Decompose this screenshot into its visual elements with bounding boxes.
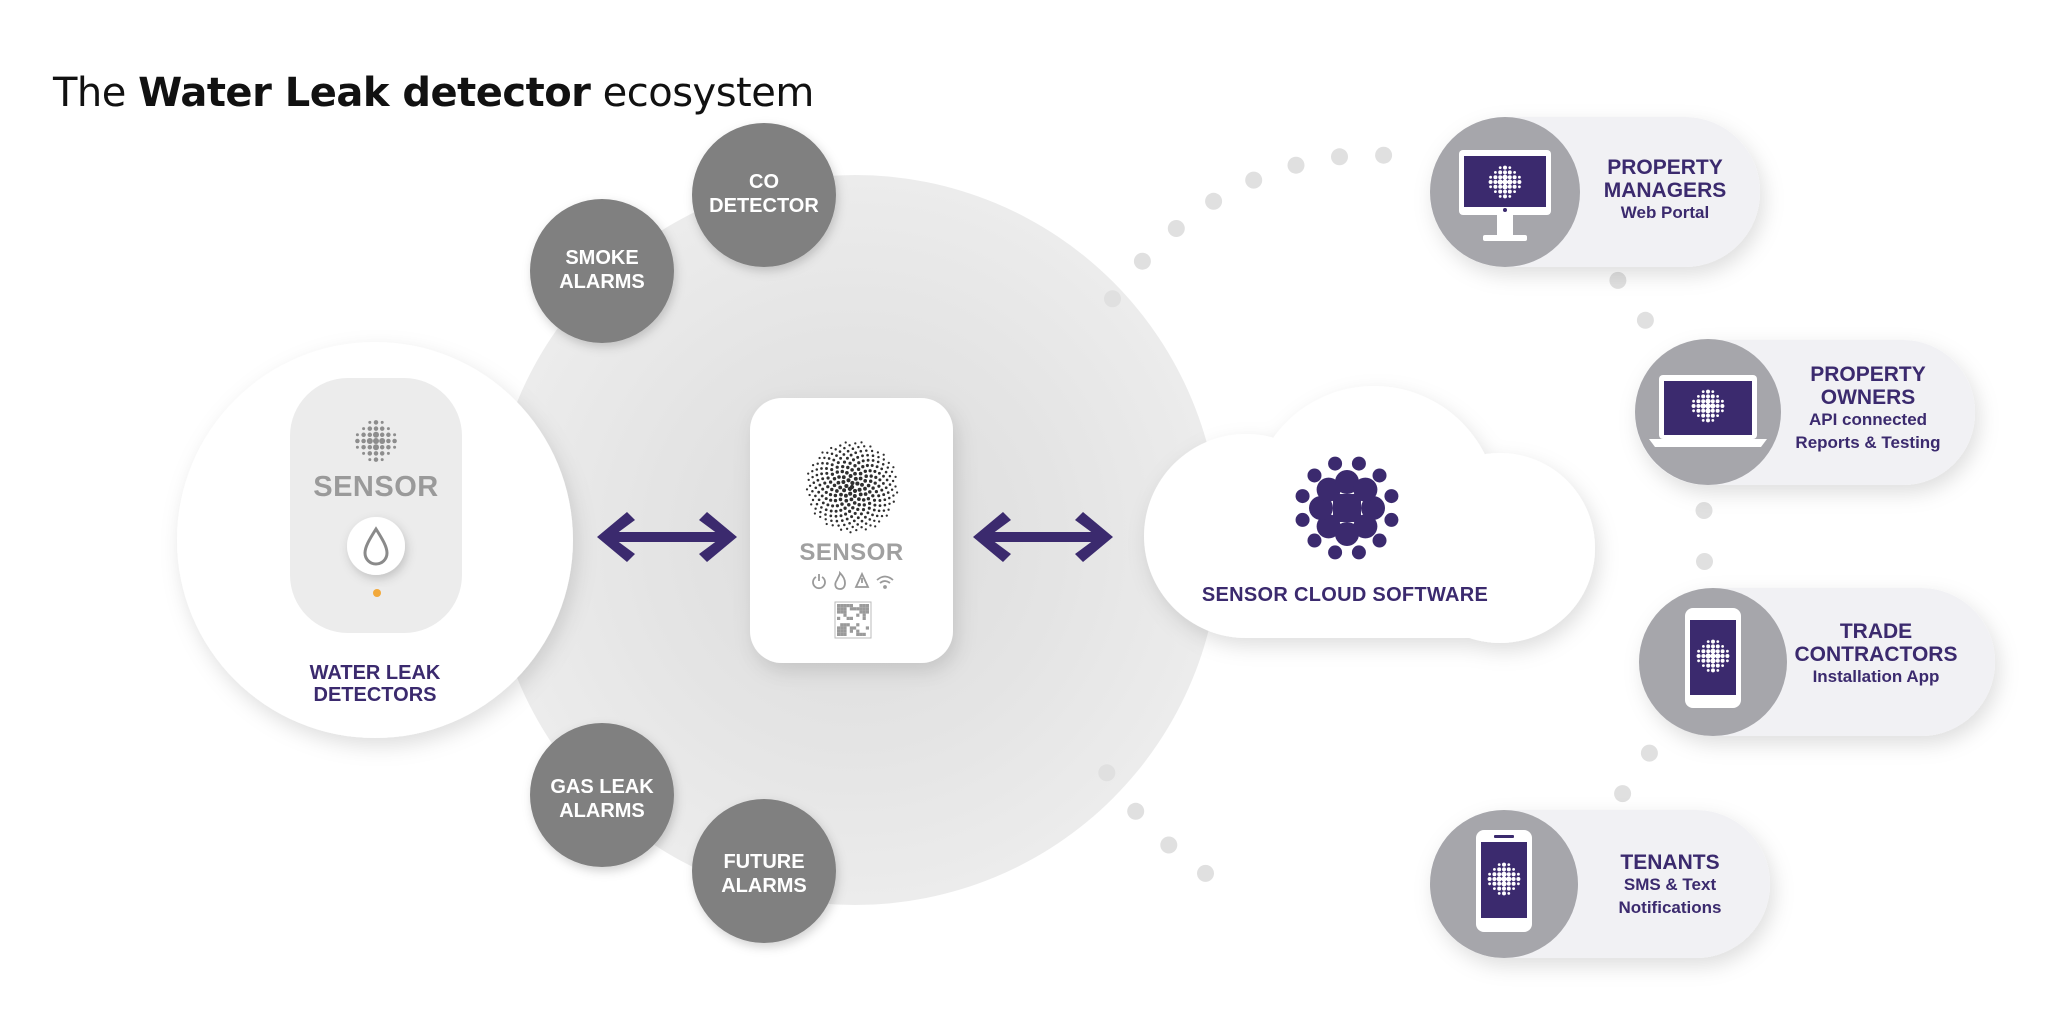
speaker-grille-icon	[805, 441, 899, 534]
water-leak-device	[290, 378, 462, 633]
warning-icon	[854, 571, 870, 588]
smoke-alarms-bubble	[530, 199, 674, 343]
hub-brand: SENSOR	[799, 539, 904, 566]
future-alarms-bubble	[692, 799, 836, 943]
cloud-shape	[1144, 386, 1595, 643]
sensor-logo-icon	[1488, 165, 1522, 199]
sensor-logo-icon	[1487, 862, 1521, 896]
gas-leak-alarms-bubble	[530, 723, 674, 867]
status-icons	[812, 570, 894, 590]
trade-contractors-label: TRADE CONTRACTORS Installation App	[1794, 620, 1958, 687]
water-drop-icon	[363, 526, 389, 566]
power-icon	[812, 574, 826, 590]
page-title: The Water Leak detector ecosystem	[53, 70, 814, 116]
double-arrow-right	[973, 512, 1113, 562]
indicator-light	[373, 589, 381, 597]
property-owners-label: PROPERTY OWNERS API connected Reports & …	[1795, 363, 1941, 453]
cloud-label: SENSOR CLOUD SOFTWARE	[1201, 584, 1489, 606]
audience-trade-contractors	[1639, 588, 1995, 736]
property-managers-label: PROPERTY MANAGERS Web Portal	[1603, 156, 1727, 223]
co-detector-bubble	[692, 123, 836, 267]
dotted-connector	[1098, 146, 1713, 882]
water-leak-brand: SENSOR	[313, 471, 439, 503]
double-arrow-left	[597, 512, 737, 562]
hub-device	[750, 398, 953, 663]
sensor-logo-icon	[355, 420, 397, 462]
qr-code-icon	[834, 601, 872, 639]
sensor-logo-icon	[1696, 639, 1730, 673]
wifi-icon	[876, 575, 894, 589]
audience-tenants	[1430, 810, 1770, 958]
water-drop-button	[347, 517, 405, 575]
tenants-label: TENANTS SMS & Text Notifications	[1618, 851, 1722, 918]
flame-icon	[834, 570, 846, 590]
audience-property-managers	[1430, 117, 1760, 267]
sensor-logo-icon	[1691, 389, 1725, 423]
cloud-network-icon	[1295, 456, 1399, 560]
audience-property-owners	[1635, 339, 1975, 485]
